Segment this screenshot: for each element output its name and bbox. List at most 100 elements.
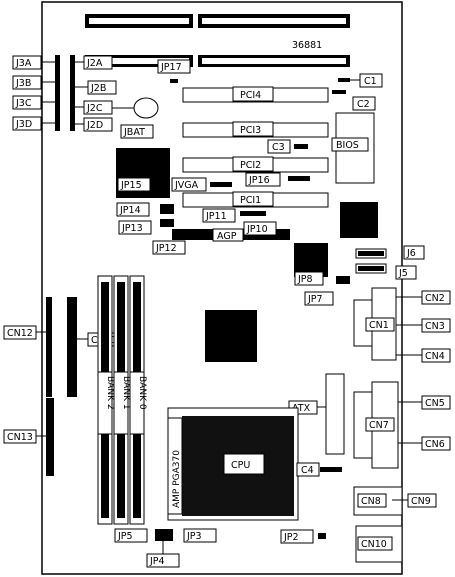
svg-text:AGP: AGP [217,231,237,242]
svg-text:PCI1: PCI1 [240,195,261,206]
svg-text:JBAT: JBAT [123,127,145,138]
tag-j2a: J2A [75,55,113,70]
svg-text:ATX: ATX [292,403,311,414]
svg-text:JP10: JP10 [246,224,268,235]
svg-text:BIOS: BIOS [336,140,359,151]
tag-c2: C2 [332,90,376,111]
tag-j5: J5 [355,263,417,280]
svg-text:CN2: CN2 [425,293,445,304]
svg-text:CN8: CN8 [361,496,381,507]
tag-cn13: CN13 [3,429,46,444]
svg-text:C2: C2 [357,99,370,110]
svg-text:PCI4: PCI4 [240,90,261,101]
svg-text:J2C: J2C [86,103,103,114]
tag-cn9: CN9 [392,493,437,508]
svg-text:JP16: JP16 [248,175,270,186]
tag-jp4: JP4 [146,541,180,568]
svg-text:JP8: JP8 [297,274,313,285]
tag-c4: C4 [296,462,342,477]
svg-text:JP13: JP13 [121,223,143,234]
svg-text:J3A: J3A [15,58,32,69]
svg-text:JP7: JP7 [307,294,323,305]
tag-j2d: J2D [75,117,113,132]
svg-text:CN7: CN7 [369,420,389,431]
tag-j3d: J3D [12,116,55,131]
svg-text:CN10: CN10 [361,539,387,550]
tag-j3c: J3C [12,95,55,110]
svg-text:JP17: JP17 [160,62,182,73]
tag-jp13: JP13 [118,219,174,235]
tag-jvga: JVGA [171,177,232,192]
tag-bios: BIOS [331,137,369,152]
dimm-bank-2: BANK 2 [97,275,115,525]
tag-c3: C3 [267,139,308,154]
svg-text:PCI2: PCI2 [240,160,261,171]
board-serial: 36881 [292,40,322,51]
svg-text:JP3: JP3 [186,531,202,542]
tag-jbat: JBAT [120,124,154,139]
svg-text:PCI3: PCI3 [240,125,261,136]
svg-text:CN1: CN1 [369,320,389,331]
svg-text:CN6: CN6 [425,439,445,450]
j3-connectors [55,55,75,131]
pci-slot-2: PCI2 [182,156,329,173]
tag-jp2: JP2 [280,529,326,544]
pci-slot-3: PCI3 [182,121,329,138]
svg-text:CN4: CN4 [425,351,445,362]
tag-jp12: JP12 [152,240,186,255]
pci-slot-4: PCI4 [182,86,329,103]
pci-slot-1: PCI1 [182,191,329,208]
tag-j6: J6 [355,245,425,260]
svg-text:J2B: J2B [90,83,106,94]
svg-text:JP5: JP5 [117,531,133,542]
svg-text:CN3: CN3 [425,321,445,332]
svg-text:J3C: J3C [15,98,32,109]
tag-j3a: J3A [12,55,55,70]
tag-cn12: CN12 [3,325,46,340]
svg-text:BANK 0: BANK 0 [137,376,147,410]
socket-label: AMP PGA370 [172,450,182,508]
atx-connector [325,373,345,455]
svg-text:JP15: JP15 [120,180,142,191]
svg-text:C4: C4 [301,465,314,476]
tag-cn5: CN5 [398,395,451,410]
tag-j2b: J2B [75,80,117,95]
svg-text:JP2: JP2 [283,532,299,543]
svg-text:JP4: JP4 [149,556,165,567]
svg-text:BANK 2: BANK 2 [105,376,115,410]
tag-cn1: CN1 [365,317,395,332]
svg-text:J5: J5 [398,268,408,279]
tag-jp14: JP14 [116,202,174,217]
battery [133,97,159,119]
tag-agp: AGP [212,228,244,242]
tag-jp3: JP3 [183,528,217,543]
svg-text:CN13: CN13 [7,432,33,443]
cpu-label: CPU [231,460,250,471]
super-io-chip [205,310,257,362]
tag-cn10: CN10 [357,536,393,551]
svg-text:JP11: JP11 [205,211,227,222]
svg-text:CN9: CN9 [411,496,431,507]
tag-cn8: CN8 [357,493,387,508]
tag-jp16: JP16 [245,172,310,187]
tag-jp10: JP10 [243,221,277,236]
cn11-header [67,297,77,397]
dimm-bank-1: BANK 1 [113,275,131,525]
svg-text:CN5: CN5 [425,398,445,409]
svg-text:C3: C3 [272,142,285,153]
tag-cn4: CN4 [396,348,451,363]
tag-cn3: CN3 [396,318,451,333]
svg-text:J6: J6 [406,248,416,259]
io-chip [294,243,328,277]
svg-text:J3D: J3D [15,119,32,130]
svg-text:J2A: J2A [86,58,103,69]
svg-text:CN12: CN12 [7,328,33,339]
svg-text:C1: C1 [364,76,377,87]
tag-jp17: JP17 [157,59,191,83]
tag-jp5: JP5 [114,528,148,543]
tag-cn2: CN2 [396,290,451,305]
chipset-south [340,202,378,238]
tag-jp11: JP11 [202,208,266,223]
cn13-header [46,398,54,476]
